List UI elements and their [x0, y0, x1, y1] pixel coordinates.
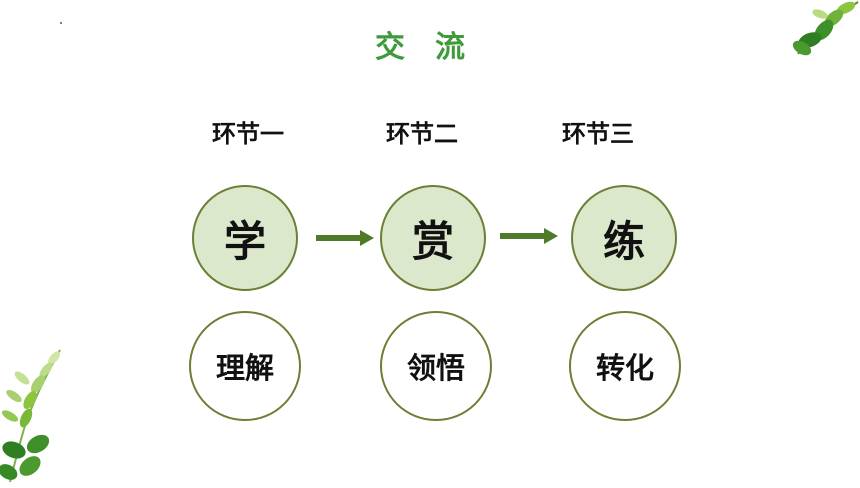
skill-circle-2: 领悟 [380, 311, 492, 421]
arrow-right-icon [316, 228, 374, 248]
stage-circle-2: 赏 [380, 185, 486, 291]
stage-circle-1: 学 [192, 185, 298, 291]
stage-label-1: 环节一 [212, 120, 284, 148]
leaf-branch-icon [788, 0, 860, 62]
leaf-branch-icon [0, 346, 70, 488]
slide-title: 交流 [375, 30, 495, 65]
arrow-right-icon [500, 226, 558, 246]
speck [60, 22, 62, 24]
skill-circle-3: 转化 [569, 311, 681, 421]
skill-circle-1: 理解 [189, 311, 301, 421]
stage-label-2: 环节二 [386, 120, 458, 148]
stage-circle-3: 练 [571, 185, 677, 291]
stage-label-3: 环节三 [562, 120, 634, 148]
